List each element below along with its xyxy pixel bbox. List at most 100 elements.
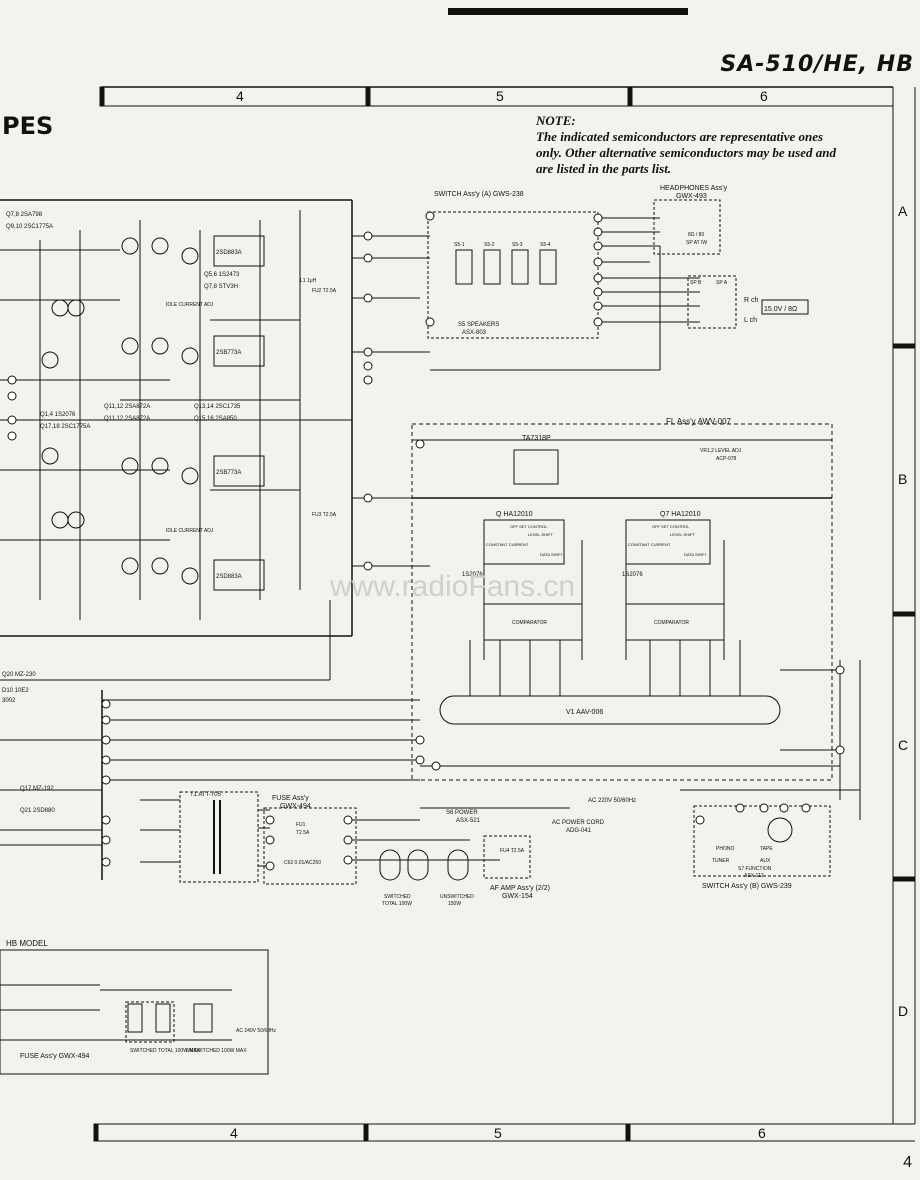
model-title: SA-510/HE, HB <box>720 52 914 77</box>
unswitched-w: 150W <box>448 901 461 907</box>
grid-col-5-bottom: 5 <box>494 1125 502 1141</box>
grid-col-5: 5 <box>496 88 504 104</box>
fu4-label: FU4 T2.5A <box>500 848 525 854</box>
ss2-label: S5-2 <box>484 242 495 248</box>
c62-label: C62 0.01/AC250 <box>284 860 321 866</box>
aux-label: AUX <box>760 858 771 864</box>
transistor-label: Q11,12 2SA872A <box>104 404 150 410</box>
note-block: NOTE: The indicated semiconductors are r… <box>536 113 896 177</box>
grid-row-c: C <box>898 737 908 753</box>
grid-col-4: 4 <box>236 88 244 104</box>
fu1-label: FU1 <box>296 822 306 828</box>
switch-a-label: SWITCH Ass'y (A) GWS-238 <box>434 191 524 198</box>
fuse-assy-label: FUSE Ass'y <box>272 795 309 802</box>
ss1-label: S5-1 <box>454 242 465 248</box>
diode-2-label: 1S2076 <box>622 572 643 578</box>
s6-power-label: S6 POWER <box>446 810 478 816</box>
hp-r-label: 8Ω / 80 <box>688 232 704 238</box>
ac-cord-part: ADG-041 <box>566 828 592 834</box>
comparator-left: COMPARATOR <box>512 620 547 626</box>
sp-a-label: SP A <box>716 280 728 286</box>
transistor-label: 2SB773A <box>216 350 241 356</box>
hb-model-label: HB MODEL <box>6 939 48 948</box>
transistor-label: Q11,12 2SA872A <box>104 416 150 422</box>
transistor-label: 2SD883A <box>216 250 242 256</box>
switch-b-label: SWITCH Ass'y (B) GWS-239 <box>702 883 792 890</box>
transistor-label: 2SD883A <box>216 574 242 580</box>
transistor-label: Q5,6 1S2473 <box>204 272 240 278</box>
rch-label: R ch <box>744 297 759 304</box>
inductor-label: L1 1μH <box>300 278 317 284</box>
tuner-label: TUNER <box>712 858 730 864</box>
speakers-switch: S5 SPEAKERS <box>458 322 499 328</box>
grid-row-a: A <box>898 203 908 219</box>
function-label: S7 FUNCTION <box>738 866 772 872</box>
switched-label: SWITCHED <box>384 894 411 900</box>
switched-total: TOTAL 100W <box>382 901 412 907</box>
d10-label: D10 10E2 <box>2 688 29 694</box>
function-part: ASX-113 <box>744 873 764 879</box>
idle-adj-2: IDLE CURRENT ADJ <box>166 528 214 534</box>
fuse3-label: FU3 T2.5A <box>312 512 337 518</box>
transistor-label: Q7,8 2SA798 <box>6 212 43 218</box>
grid-col-6-bottom: 6 <box>758 1125 766 1141</box>
watermark: www.radioFans.cn <box>329 570 575 603</box>
t1-label: T1 ATT-705 <box>190 792 222 798</box>
lch-label: L ch <box>744 317 757 324</box>
af-amp-label: AF AMP Ass'y (2/2) <box>490 885 550 892</box>
sp-b-label: SP B <box>690 280 702 286</box>
data-shift-right: DATA SHIFT <box>684 552 707 557</box>
note-line: The indicated semiconductors are represe… <box>536 129 824 144</box>
fuse-assy-part: GWX-494 <box>280 803 311 810</box>
top-rule <box>448 8 688 15</box>
offset-control-left: OFF SET CONTROL <box>510 524 548 529</box>
speakers-switch-part: ASX-803 <box>462 330 487 336</box>
level-adj-label: VR1,2 LEVEL ADJ <box>700 448 742 454</box>
constant-current-right: CONSTANT CURRENT <box>628 542 671 547</box>
grid-row-d: D <box>898 1003 908 1019</box>
transistor-label: Q7,8 STV3H <box>204 284 238 290</box>
unswitched-label: UNSWITCHED <box>440 894 474 900</box>
transistor-label: Q9,10 2SC1775A <box>6 224 53 230</box>
q21-label: Q21 2SD880 <box>20 808 55 814</box>
ac-in-label: AC 220V 50/60Hz <box>588 798 636 804</box>
zener2-label: Q17 MZ-192 <box>20 786 54 792</box>
page-number: 4 <box>903 1154 912 1171</box>
level-shift-left: LEVEL SHIFT <box>528 532 554 537</box>
fl-tube-label: V1 AAV-006 <box>566 709 603 716</box>
hb-ac-label: AC 240V 50/60Hz <box>236 1028 277 1034</box>
hb-unswitched: UNSWITCHED 100W MAX <box>186 1048 247 1054</box>
headphones-label: HEADPHONES Ass'y <box>660 185 728 192</box>
hb-fuse-label: FUSE Ass'y GWX-494 <box>20 1053 90 1060</box>
level-adj-part: ACP-078 <box>716 456 737 462</box>
ac-cord-label: AC POWER CORD <box>552 820 605 826</box>
transistor-label: Q15,16 2SA850 <box>194 416 237 422</box>
grid-row-b: B <box>898 471 907 487</box>
impedance-label: 15.0V / 8Ω <box>764 306 797 313</box>
comparator-right: COMPARATOR <box>654 620 689 626</box>
s6-power-part: ASX-521 <box>456 818 481 824</box>
note-line: only. Other alternative semiconductors m… <box>536 145 836 160</box>
note-heading: NOTE: <box>536 113 576 128</box>
fu-rating: T2.5A <box>296 830 310 836</box>
phono-label: PHONO <box>716 846 734 852</box>
data-shift-left: DATA SHIFT <box>540 552 563 557</box>
grid-col-4-bottom: 4 <box>230 1125 238 1141</box>
idle-adj-1: IDLE CURRENT ADJ <box>166 302 214 308</box>
constant-current-left: CONSTANT CURRENT <box>486 542 529 547</box>
transistor-label: Q13,14 2SC1735 <box>194 404 241 410</box>
tape-label: TAPE <box>760 846 773 852</box>
transistor-label: Q17,18 2SC1775A <box>40 424 90 430</box>
hb-switched: SWITCHED TOTAL 100W MAX <box>130 1048 201 1054</box>
fuse2-label: FU2 T2.5A <box>312 288 337 294</box>
transistor-label: 2SB773A <box>216 470 241 476</box>
hp-res-label: SP AT IW <box>686 240 707 246</box>
zener1-label: Q20 MZ-230 <box>2 672 36 678</box>
ic-ha12010-left: Q HA12010 <box>496 511 533 518</box>
section-title-fragment: PES <box>2 112 54 140</box>
ss4-label: S5-4 <box>540 242 551 248</box>
d-3002-label: 3002 <box>2 698 16 704</box>
grid-col-6: 6 <box>760 88 768 104</box>
